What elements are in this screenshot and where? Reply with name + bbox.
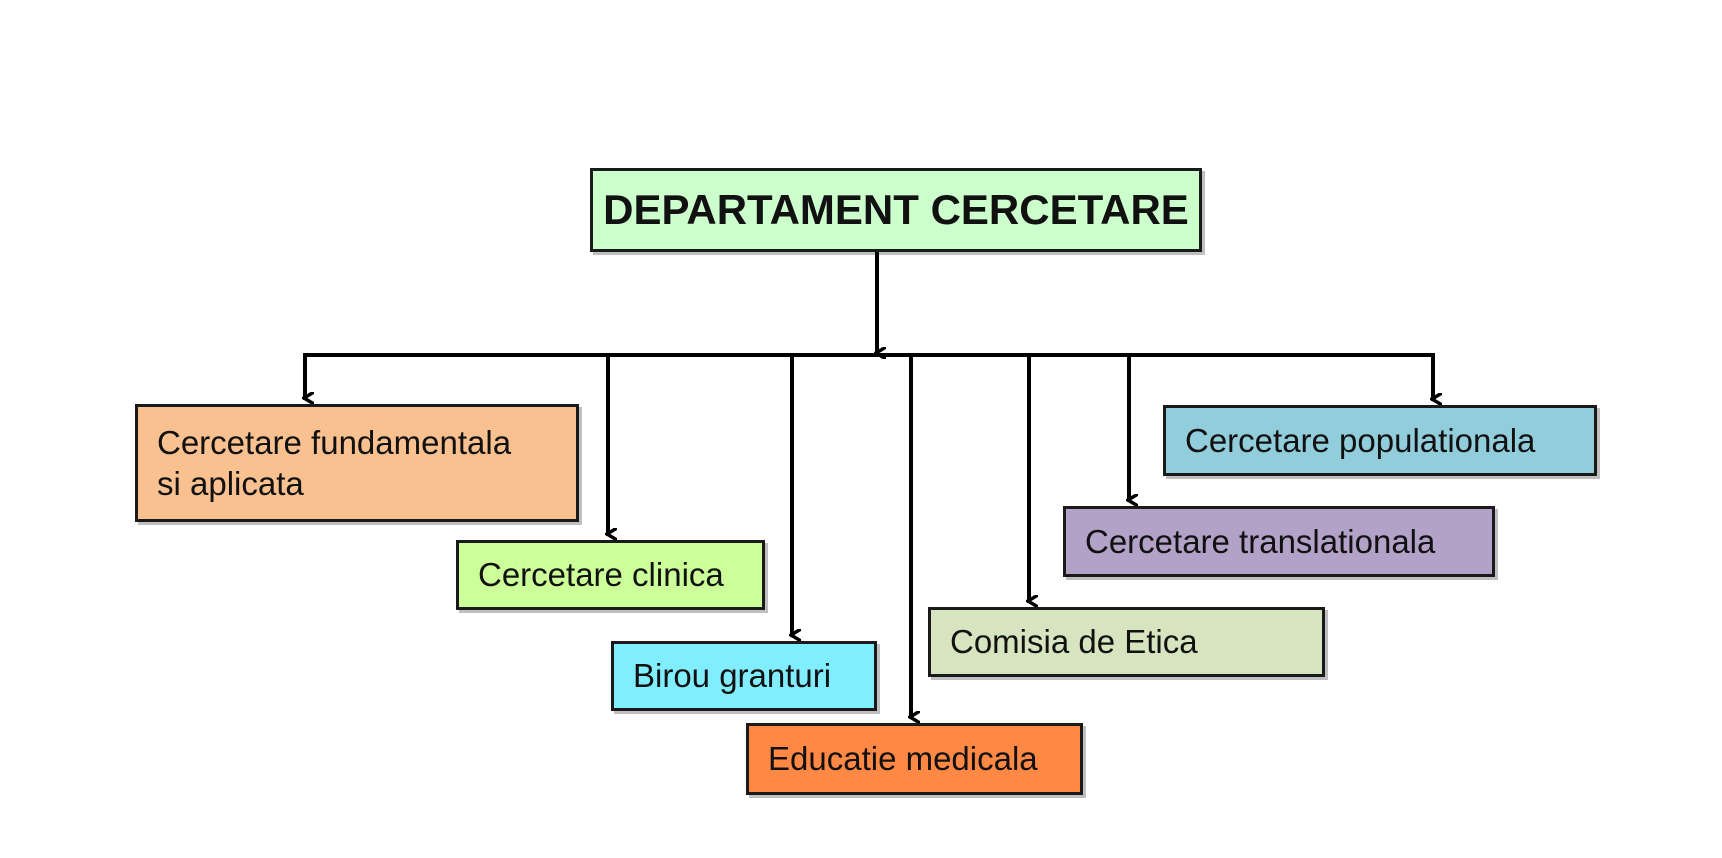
node-birou-granturi-label: Birou granturi	[633, 657, 832, 695]
node-cercetare-clinica: Cercetare clinica	[456, 540, 765, 610]
node-comisia-de-etica-label: Comisia de Etica	[950, 623, 1198, 661]
node-cercetare-fundamentala-label: Cercetare fundamentala si aplicata	[157, 422, 511, 505]
node-educatie-medicala-label: Educatie medicala	[768, 740, 1038, 778]
node-educatie-medicala: Educatie medicala	[746, 723, 1083, 795]
node-birou-granturi: Birou granturi	[611, 641, 877, 711]
node-cercetare-populationala-label: Cercetare populationala	[1185, 421, 1536, 459]
node-cercetare-clinica-label: Cercetare clinica	[478, 556, 724, 594]
node-cercetare-fundamentala-line1: Cercetare fundamentala	[157, 423, 512, 461]
root-node-label: DEPARTAMENT CERCETARE	[603, 185, 1189, 233]
node-cercetare-translationala-label: Cercetare translationala	[1085, 522, 1436, 560]
node-cercetare-fundamentala: Cercetare fundamentala si aplicata	[135, 404, 579, 522]
node-cercetare-fundamentala-line2: si aplicata	[157, 465, 304, 502]
node-cercetare-translationala: Cercetare translationala	[1063, 506, 1495, 577]
node-comisia-de-etica: Comisia de Etica	[928, 607, 1325, 677]
node-cercetare-populationala: Cercetare populationala	[1163, 405, 1597, 476]
root-node-departament-cercetare: DEPARTAMENT CERCETARE	[590, 168, 1202, 252]
